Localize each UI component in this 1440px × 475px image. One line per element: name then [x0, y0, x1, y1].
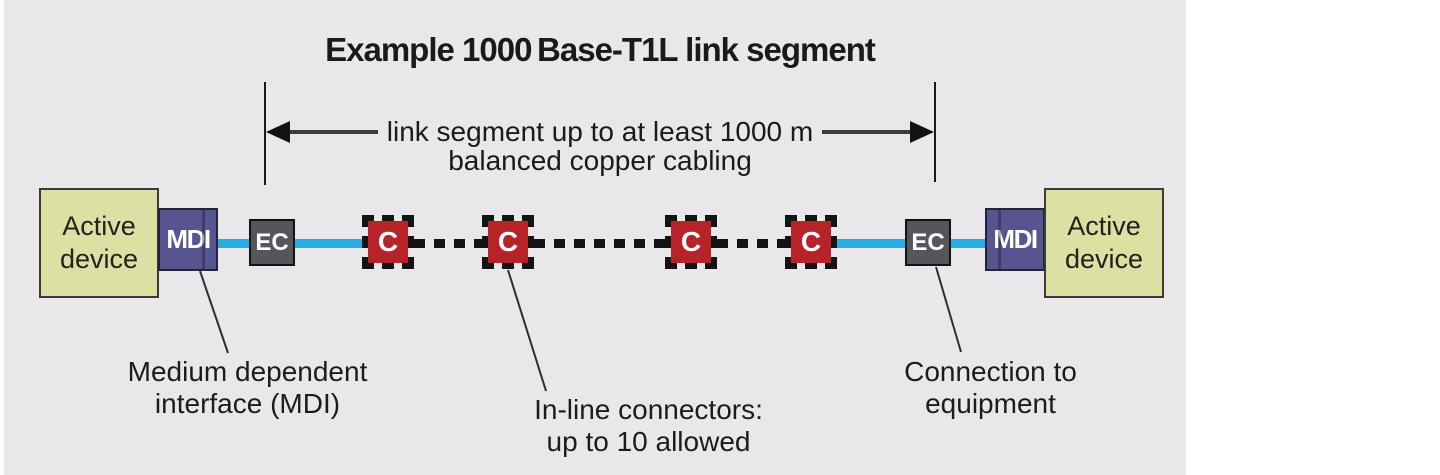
- annotation-mdi: Medium dependent interface (MDI): [95, 356, 400, 420]
- inline-connector-box-3: C: [665, 215, 717, 269]
- annotation-equipment-line1: Connection to: [904, 356, 1077, 387]
- connector-label-1: C: [377, 226, 399, 257]
- dashed-cable-segment-1: [414, 239, 482, 248]
- connector-label-3: C: [680, 226, 702, 257]
- annotation-inline-line2: up to 10 allowed: [546, 426, 751, 457]
- dashed-cable-segment-2: [534, 239, 665, 248]
- active-device-right-box: Active device: [1044, 188, 1164, 298]
- annotation-mdi-line1: Medium dependent: [127, 356, 368, 387]
- mdi-left-box: MDI: [158, 208, 218, 271]
- arrow-line-right: [822, 130, 910, 134]
- annotation-inline-line1: In-line connectors:: [534, 394, 763, 425]
- annotation-equipment-line2: equipment: [925, 388, 1056, 419]
- active-device-left-box: Active device: [39, 188, 159, 298]
- mdi-right-label: MDI: [993, 224, 1038, 254]
- connector-label-2: C: [497, 226, 519, 257]
- dimension-arrow-label: link segment up to at least 1000 m: [386, 116, 814, 147]
- mdi-right-stripe: [998, 210, 1001, 269]
- ec-right-box: EC: [905, 219, 951, 266]
- active-device-left-label: Active device: [59, 211, 139, 274]
- annotation-mdi-line2: interface (MDI): [154, 388, 341, 419]
- active-device-right-label: Active device: [1064, 211, 1144, 274]
- mdi-right-box: MDI: [985, 208, 1045, 271]
- mdi-left-label: MDI: [166, 224, 211, 254]
- ec-left-label: EC: [255, 228, 289, 256]
- inline-connector-box-4: C: [785, 215, 837, 269]
- dashed-cable-segment-3: [717, 239, 785, 248]
- ec-left-box: EC: [249, 219, 295, 266]
- dimension-tick-right: [934, 82, 936, 182]
- inline-connector-box-1: C: [362, 215, 414, 269]
- left-arrowhead-icon: [266, 121, 290, 143]
- figure-title: Example 1000 Base-T1L link segment: [325, 31, 876, 68]
- annotation-equipment: Connection to equipment: [838, 356, 1143, 420]
- right-arrowhead-icon: [910, 121, 934, 143]
- arrow-line-left: [290, 130, 378, 134]
- connector-label-4: C: [800, 226, 822, 257]
- mdi-left-stripe: [202, 210, 205, 269]
- inline-connector-box-2: C: [482, 215, 534, 269]
- dimension-tick-left: [264, 82, 266, 185]
- ec-right-label: EC: [911, 228, 945, 256]
- dimension-arrow: link segment up to at least 1000 m: [266, 116, 934, 147]
- dimension-arrow-sublabel: balanced copper cabling: [448, 145, 752, 176]
- annotation-inline-connectors: In-line connectors: up to 10 allowed: [496, 394, 801, 458]
